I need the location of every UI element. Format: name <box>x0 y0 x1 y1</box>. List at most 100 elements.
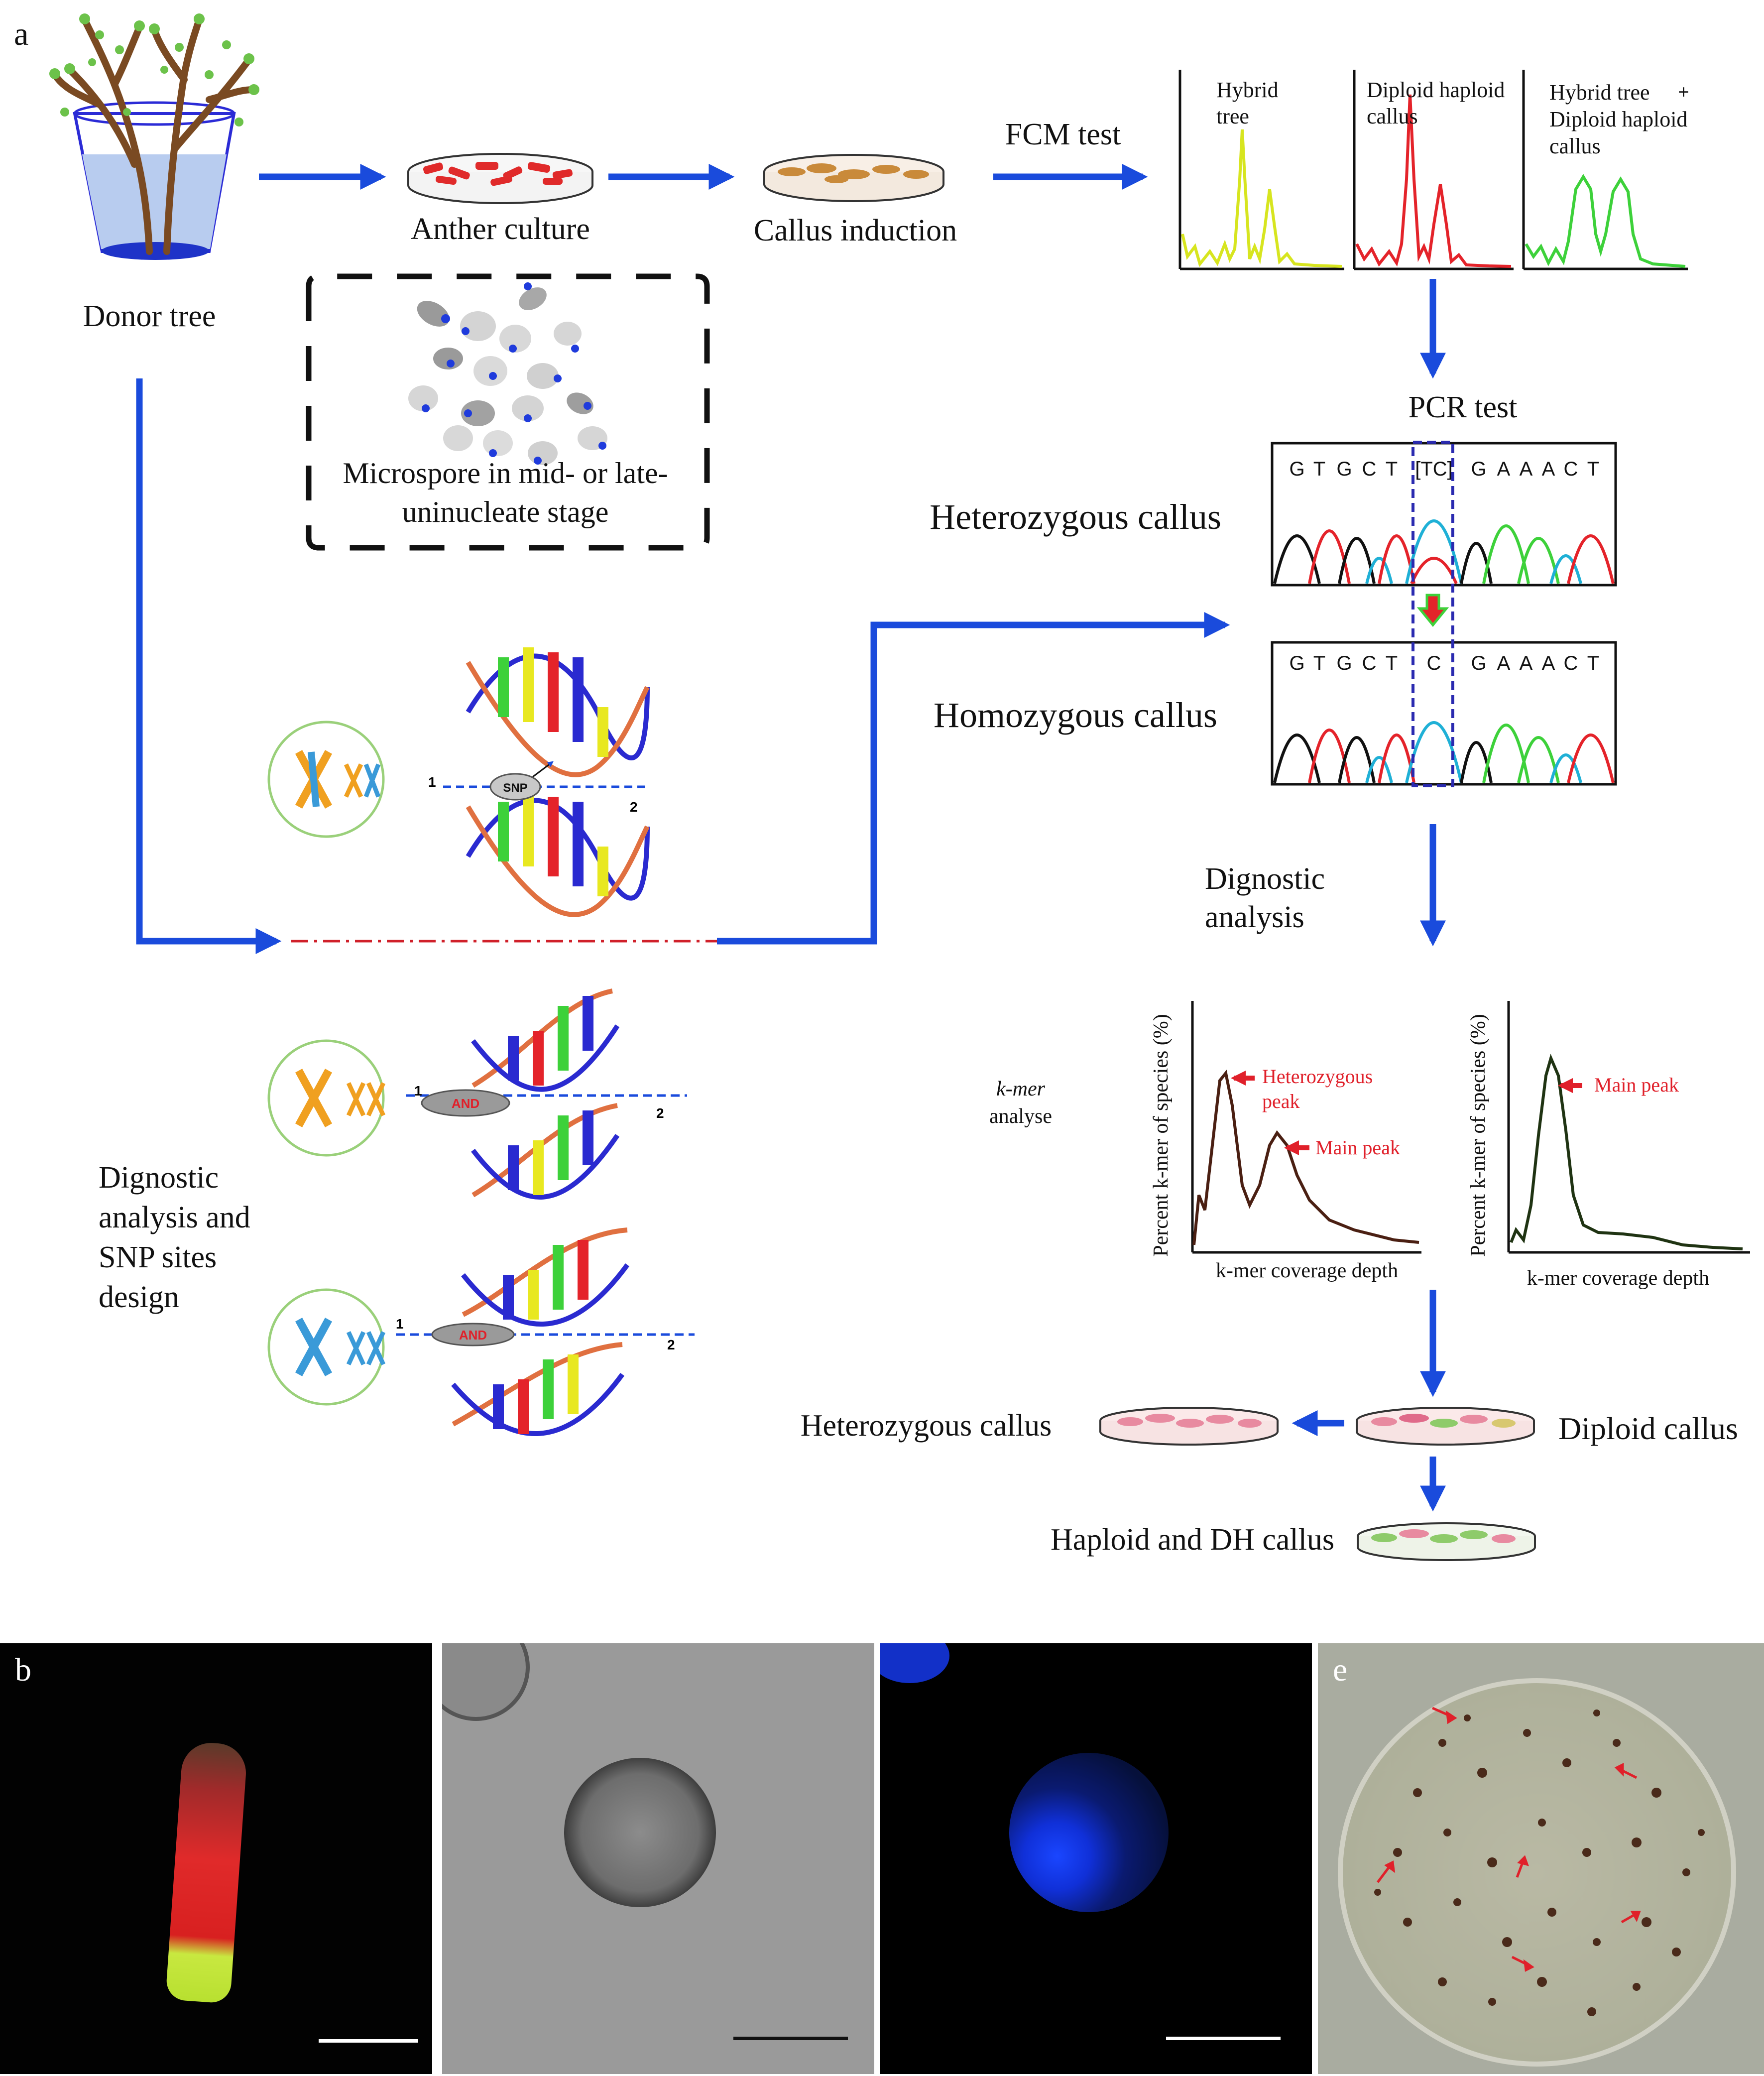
kmer-plot1-xlabel: k-mer coverage depth <box>1216 1259 1398 1282</box>
microspore-brightfield <box>564 1758 716 1907</box>
chromosome-circle-2 <box>267 1039 386 1157</box>
hom-base: C <box>1427 652 1441 674</box>
marker-1: 1 <box>428 774 436 790</box>
hom-base: A <box>1542 652 1555 674</box>
snp-design-illustration: SNP 1 2 AND 1 2 <box>267 647 695 1436</box>
and-ellipse-label-1: AND <box>452 1096 479 1111</box>
main-peak-2: Main peak <box>1594 1074 1679 1096</box>
snp-design-line4: design <box>99 1280 179 1314</box>
fcm-plot2-line2: callus <box>1367 104 1418 128</box>
hom-base: G <box>1471 652 1486 674</box>
kmer-plot-heterozygous: Percent k-mer of species (%) k-mer cover… <box>1150 1001 1421 1282</box>
haploid-dh-callus-dish <box>1357 1522 1536 1561</box>
fcm-plot3-line2: Diploid haploid <box>1549 107 1687 131</box>
scale-bar-d <box>1166 2037 1281 2040</box>
chromosome-circle-3 <box>267 1288 386 1406</box>
calli-dots <box>1374 1707 1705 2016</box>
het-base: A <box>1497 458 1511 480</box>
dna-helix-1a <box>466 647 650 777</box>
snp-ellipse <box>489 773 541 801</box>
dna-helix-1b <box>466 792 650 917</box>
het-base: A <box>1542 458 1555 480</box>
donor-tree-illustration <box>49 13 259 260</box>
heterozygous-callus-dish <box>1099 1407 1279 1446</box>
hom-base: C <box>1564 652 1578 674</box>
microspore-cells <box>408 282 607 465</box>
fcm-plot3-line3: callus <box>1549 134 1601 158</box>
snp-ellipse-label: SNP <box>503 781 527 795</box>
het-base: C <box>1564 458 1578 480</box>
fcm-plot1-line1: Hybrid <box>1216 78 1279 102</box>
scale-bar-c <box>733 2037 848 2040</box>
microspore-label-line2: uninucleate stage <box>402 495 609 528</box>
callus-induction-label: Callus induction <box>754 214 957 247</box>
arrow-snp-to-pcr <box>717 612 1230 945</box>
kmer-curve-2 <box>1510 1054 1743 1250</box>
het-base: T <box>1313 458 1325 480</box>
kmer-plot-homozygous: Percent k-mer of species (%) k-mer cover… <box>1467 1001 1750 1290</box>
hom-base: T <box>1386 652 1398 674</box>
hom-base: C <box>1362 652 1377 674</box>
fcm-trace-3 <box>1525 174 1686 268</box>
snp-design-line1: Dignostic <box>99 1161 219 1195</box>
pcr-chromatogram-heterozygous: G T G C T [TC] G A A A C T <box>1271 442 1617 587</box>
catkin-shape <box>165 1741 248 2004</box>
dna-helix-2a <box>471 988 620 1092</box>
marker-2: 2 <box>630 799 638 815</box>
het-base: G <box>1336 458 1352 480</box>
pcr-test-label: PCR test <box>1409 390 1518 424</box>
dignostic-label-line2: analysis <box>1205 900 1304 934</box>
chromosome-circle-1 <box>267 721 385 838</box>
kmer-plot2-xlabel: k-mer coverage depth <box>1527 1267 1709 1290</box>
diploid-callus-label: Diploid callus <box>1558 1411 1738 1446</box>
down-arrow-icon <box>1416 594 1449 627</box>
heterozygous-callus-bottom-label: Heterozygous callus <box>801 1409 1052 1443</box>
fcm-plot1-line2: tree <box>1216 104 1249 128</box>
panel-c-photo: c <box>442 1643 874 2074</box>
snp-design-line2: analysis and <box>99 1201 250 1234</box>
dignostic-label-line1: Dignostic <box>1205 862 1325 896</box>
fcm-test-label: FCM test <box>1005 118 1121 151</box>
marker-2c: 2 <box>667 1337 675 1352</box>
diploid-callus-dish <box>1356 1407 1535 1446</box>
panel-label-b: b <box>15 1652 31 1688</box>
het-base: G <box>1471 458 1486 480</box>
microspore-fluorescence <box>1009 1753 1169 1912</box>
hom-base: G <box>1336 652 1352 674</box>
anther-culture-dish <box>407 153 593 204</box>
snp-site-highlight <box>1411 441 1454 787</box>
het-base: G <box>1289 458 1304 480</box>
callus-induction-dish <box>763 154 944 202</box>
fcm-plot3-line1: Hybrid tree <box>1549 80 1650 105</box>
marker-1c: 1 <box>396 1316 404 1332</box>
heterozygous-peak-line2: peak <box>1262 1090 1300 1112</box>
heterozygous-callus-label: Heterozygous callus <box>930 497 1221 537</box>
kmer-label-line1: k-mer <box>996 1078 1046 1100</box>
petri-dish-calli <box>1338 1678 1736 2067</box>
dna-helix-2b <box>471 1103 620 1200</box>
anther-culture-label: Anther culture <box>411 212 590 246</box>
kmer-label-line2: analyse <box>989 1105 1052 1128</box>
het-base: T <box>1386 458 1398 480</box>
microspore-box: Microspore in mid- or late- uninucleate … <box>306 273 710 551</box>
pcr-chromatogram-homozygous: G T G C T C G A A A C T <box>1271 641 1617 786</box>
het-base: C <box>1362 458 1377 480</box>
hom-base: T <box>1587 652 1599 674</box>
hom-base: T <box>1313 652 1325 674</box>
fcm-trace-2 <box>1355 94 1512 268</box>
het-base: T <box>1587 458 1599 480</box>
hom-base: A <box>1497 652 1511 674</box>
marker-1b: 1 <box>414 1083 422 1099</box>
hom-base: A <box>1520 652 1533 674</box>
main-peak-1: Main peak <box>1315 1136 1400 1159</box>
panel-d-photo: d <box>880 1643 1312 2074</box>
kmer-plot1-ylabel: Percent k-mer of species (%) <box>1150 1014 1173 1256</box>
haploid-dh-callus-label: Haploid and DH callus <box>1051 1523 1334 1557</box>
and-ellipse-label-2: AND <box>459 1328 487 1343</box>
panel-label-e: e <box>1333 1652 1348 1688</box>
fcm-plot2-line1: Diploid haploid <box>1367 78 1505 102</box>
fcm-trace-1 <box>1181 129 1342 268</box>
scale-bar-b <box>319 2039 418 2043</box>
heterozygous-peak-line1: Heterozygous <box>1262 1065 1373 1088</box>
kmer-curve-1 <box>1192 1070 1419 1245</box>
